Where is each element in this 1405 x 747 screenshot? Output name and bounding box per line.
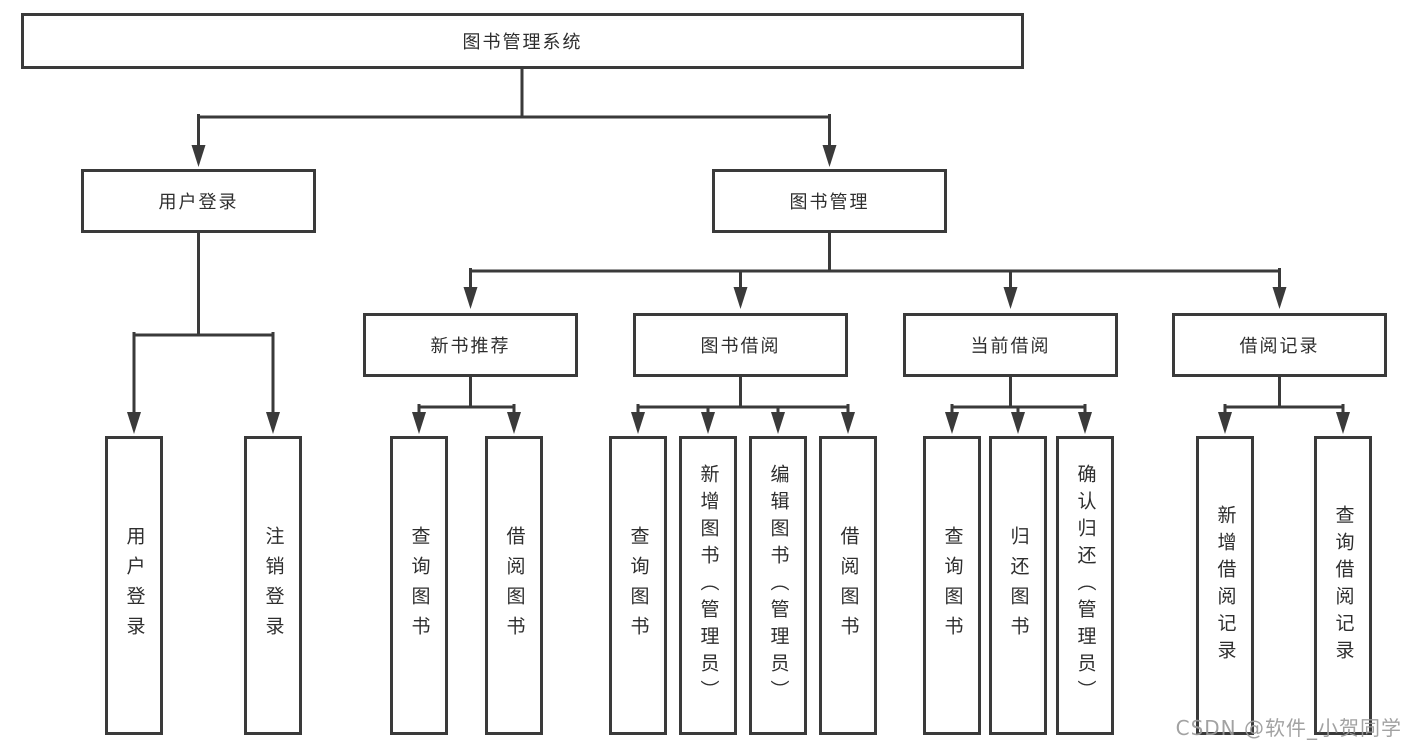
node-book-borrow: 图书借阅 bbox=[633, 313, 848, 377]
node-leaf-nbr-query-books: 查询图书 bbox=[390, 436, 448, 735]
node-leaf-bb-borrow-books: 借阅图书 bbox=[819, 436, 877, 735]
node-new-book-rec: 新书推荐 bbox=[363, 313, 578, 377]
node-leaf-user-login: 用户登录 bbox=[105, 436, 163, 735]
node-borrow-record: 借阅记录 bbox=[1172, 313, 1387, 377]
node-leaf-cb-query-books: 查询图书 bbox=[923, 436, 981, 735]
node-root: 图书管理系统 bbox=[21, 13, 1024, 69]
node-user-login: 用户登录 bbox=[81, 169, 316, 233]
node-book-mgmt: 图书管理 bbox=[712, 169, 947, 233]
node-leaf-bb-add-books: 新增图书（管理员） bbox=[679, 436, 737, 735]
connector-root-to-level2 bbox=[197, 67, 831, 147]
node-leaf-cb-return-books: 归还图书 bbox=[989, 436, 1047, 735]
connector-bookmgmt-to-level3 bbox=[469, 231, 1281, 289]
connector-bookborrow-to-leaves bbox=[636, 375, 850, 414]
node-leaf-bb-query-books: 查询图书 bbox=[609, 436, 667, 735]
connector-userlogin-to-leaves bbox=[132, 231, 275, 414]
node-leaf-br-query-record: 查询借阅记录 bbox=[1314, 436, 1372, 735]
node-leaf-nbr-borrow-books: 借阅图书 bbox=[485, 436, 543, 735]
arrowheads bbox=[127, 145, 1350, 434]
node-leaf-bb-edit-books: 编辑图书（管理员） bbox=[749, 436, 807, 735]
connector-currentborrow-to-leaves bbox=[950, 375, 1087, 414]
csdn-watermark: CSDN @软件_小贺同学 bbox=[1175, 716, 1402, 740]
node-leaf-cb-confirm-return: 确认归还（管理员） bbox=[1056, 436, 1114, 735]
connector-borrowrecord-to-leaves bbox=[1223, 375, 1345, 414]
node-leaf-logout: 注销登录 bbox=[244, 436, 302, 735]
node-current-borrow: 当前借阅 bbox=[903, 313, 1118, 377]
connector-newbookrec-to-leaves bbox=[417, 375, 516, 414]
node-leaf-br-add-record: 新增借阅记录 bbox=[1196, 436, 1254, 735]
